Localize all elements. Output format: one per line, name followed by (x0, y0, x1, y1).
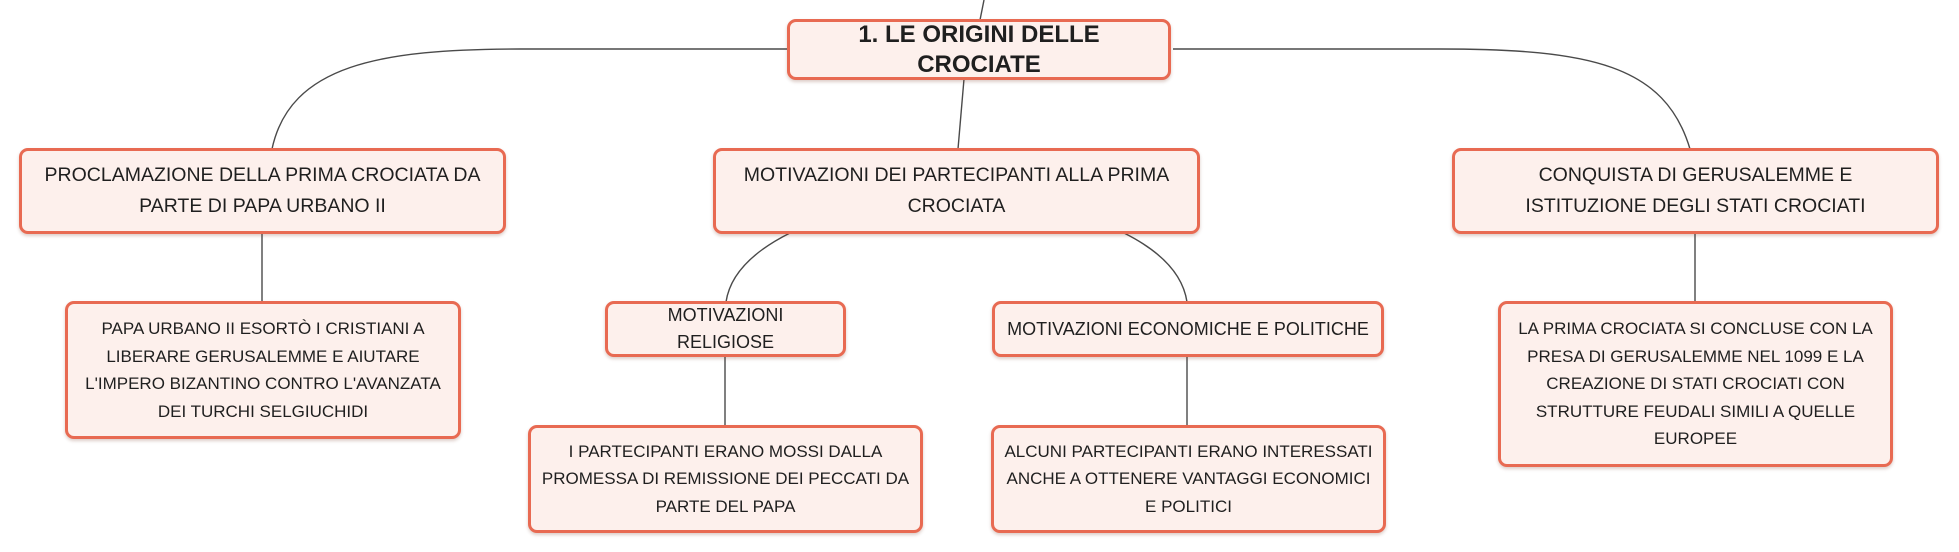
connector-root-parent (979, 0, 985, 21)
detail-motivazioni-religiose[interactable]: I PARTECIPANTI ERANO MOSSI DALLA PROMESS… (528, 425, 923, 533)
branch-proclamazione-label: PROCLAMAZIONE DELLA PRIMA CROCIATA DA PA… (44, 164, 481, 217)
branch-motivazioni-label: MOTIVAZIONI DEI PARTECIPANTI ALLA PRIMA … (743, 164, 1170, 217)
detail-motivazioni-economiche-text: ALCUNI PARTECIPANTI ERANO INTERESSATI AN… (1004, 441, 1373, 516)
connector-root-branch-3 (1173, 48, 1691, 150)
root-topic-title: 1. LE ORIGINI DELLE CROCIATE (858, 20, 1100, 78)
detail-conquista[interactable]: LA PRIMA CROCIATA SI CONCLUSE CON LA PRE… (1498, 301, 1893, 467)
branch-conquista-label: CONQUISTA DI GERUSALEMME E ISTITUZIONE D… (1525, 164, 1866, 217)
subtopic-motivazioni-religiose-label: MOTIVAZIONI RELIGIOSE (667, 305, 784, 352)
branch-motivazioni[interactable]: MOTIVAZIONI DEI PARTECIPANTI ALLA PRIMA … (713, 148, 1200, 234)
detail-motivazioni-economiche[interactable]: ALCUNI PARTECIPANTI ERANO INTERESSATI AN… (991, 425, 1386, 533)
subtopic-motivazioni-economiche[interactable]: MOTIVAZIONI ECONOMICHE E POLITICHE (992, 301, 1384, 357)
branch-conquista[interactable]: CONQUISTA DI GERUSALEMME E ISTITUZIONE D… (1452, 148, 1939, 234)
connector-root-branch-1 (271, 48, 789, 150)
root-topic[interactable]: 1. LE ORIGINI DELLE CROCIATE (787, 19, 1171, 80)
detail-papa-urbano-text: PAPA URBANO II ESORTÒ I CRISTIANI A LIBE… (85, 319, 441, 421)
branch-proclamazione[interactable]: PROCLAMAZIONE DELLA PRIMA CROCIATA DA PA… (19, 148, 506, 234)
detail-motivazioni-religiose-text: I PARTECIPANTI ERANO MOSSI DALLA PROMESS… (541, 441, 910, 516)
connector-branch-2-religiose (725, 232, 791, 303)
connector-branch-2-economiche (1123, 232, 1188, 303)
connector-root-branch-2 (957, 78, 965, 150)
subtopic-motivazioni-religiose[interactable]: MOTIVAZIONI RELIGIOSE (605, 301, 846, 357)
subtopic-motivazioni-economiche-label: MOTIVAZIONI ECONOMICHE E POLITICHE (1007, 318, 1369, 339)
detail-papa-urbano[interactable]: PAPA URBANO II ESORTÒ I CRISTIANI A LIBE… (65, 301, 461, 439)
detail-conquista-text: LA PRIMA CROCIATA SI CONCLUSE CON LA PRE… (1518, 319, 1873, 449)
